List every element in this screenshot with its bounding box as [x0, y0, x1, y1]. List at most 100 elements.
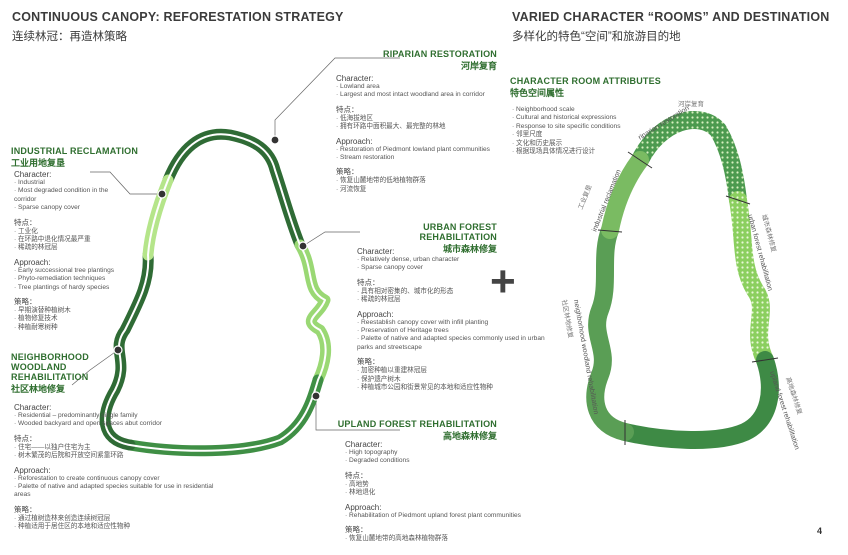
industrial-title: INDUSTRIAL RECLAMATION: [11, 146, 139, 156]
neighborhood-approach-cn-label: 策略：: [14, 504, 37, 514]
attributes-title: CHARACTER ROOM ATTRIBUTES: [510, 76, 661, 86]
room-band-upland: [616, 351, 779, 449]
list-item: · Sparse canopy cover: [14, 204, 80, 212]
upland-details: Character: · High topography · Degraded …: [345, 440, 555, 543]
urban-character-cn-label: 特点：: [357, 277, 380, 287]
urban-title: URBAN FOREST REHABILITATION: [419, 222, 497, 242]
list-item: · Palette of native and adapted species …: [14, 483, 214, 499]
riparian-details: Character: · Lowland area · Largest and …: [336, 74, 506, 194]
list-item: · 在环路中退化情况最严重: [14, 236, 91, 244]
list-item: · 植物修复技术: [14, 315, 58, 323]
left-title: CONTINUOUS CANOPY: REFORESTATION STRATEG…: [12, 10, 344, 24]
list-item: · 拥有环路中面积最大、最完整的林地: [336, 123, 446, 131]
list-item: · Most degraded condition in the corrido…: [14, 187, 109, 203]
riparian-title: RIPARIAN RESTORATION: [383, 49, 498, 59]
list-item: · 根据现场具体情况进行设计: [512, 148, 596, 156]
right-title: VARIED CHARACTER “ROOMS” AND DESTINATION: [512, 10, 830, 24]
upland-leader-line: [315, 398, 400, 431]
neighborhood-character-cn-label: 特点：: [14, 433, 37, 443]
upland-approach-label: Approach:: [345, 502, 382, 512]
list-item: · 稀疏的林冠层: [357, 296, 401, 304]
list-item: · Neighborhood scale: [512, 106, 575, 113]
attributes-list: · Neighborhood scale · Cultural and hist…: [512, 106, 672, 156]
neighborhood-title-line-1: NEIGHBORHOOD: [11, 352, 89, 362]
plus-sign: +: [490, 257, 516, 306]
list-item: · Wooded backyard and open spaces abut c…: [14, 420, 162, 428]
list-item: · Phyto-remediation techniques: [14, 275, 106, 283]
list-item: · 保护遗产树木: [357, 375, 401, 383]
riparian-marker-dot: [270, 135, 280, 145]
list-item: · 高地势: [345, 480, 369, 488]
neighborhood-title-line-3: REHABILITATION: [11, 372, 89, 382]
industrial-approach-label: Approach:: [14, 257, 51, 267]
list-item: · 文化和历史展示: [512, 139, 563, 147]
list-item: · 河流恢复: [336, 185, 367, 193]
urban-leader-line: [302, 231, 360, 247]
room-band-riparian: [631, 111, 747, 209]
neighborhood-title-cn: 社区林地修复: [11, 384, 66, 394]
loop-segment-riparian: [162, 128, 306, 251]
urban-title-cn: 城市森林修复: [442, 244, 497, 254]
list-item: · High topography: [345, 449, 398, 456]
loop-segment-urban: [294, 239, 332, 386]
neighborhood-marker-dot: [113, 345, 123, 355]
urban-approach-label: Approach:: [357, 309, 394, 319]
urban-character-label: Character:: [357, 247, 395, 256]
list-item: · Reforestation to create continuous can…: [14, 474, 160, 482]
list-item: · Rehabilitation of Piedmont upland fore…: [345, 511, 521, 519]
list-item: · 通过植树造林来创造连续树冠层: [14, 514, 111, 522]
room-label-riparian-cn: 河岸复育: [678, 99, 705, 108]
list-item: · Reestablish canopy cover with infill p…: [357, 318, 489, 326]
list-item: · 邻里尺度: [512, 131, 543, 139]
list-item: · Cultural and historical expressions: [512, 114, 617, 122]
neighborhood-approach-label: Approach:: [14, 465, 51, 475]
neighborhood-character-label: Character:: [14, 403, 52, 412]
riparian-approach-label: Approach:: [336, 136, 373, 146]
neighborhood-leader-line: [71, 349, 119, 386]
room-band-industrial: [601, 151, 649, 239]
riparian-approach-cn-label: 策略：: [336, 167, 359, 177]
riparian-character-label: Character:: [336, 74, 374, 83]
room-band-neighborhood: [586, 221, 634, 441]
attributes-title-cn: 特色空间属性: [510, 88, 565, 98]
list-item: · Response to site specific conditions: [512, 122, 621, 130]
list-item: · Restoration of Piedmont lowland plant …: [336, 145, 490, 153]
list-item: · 树木繁茂的后院和开放空间紧靠环路: [14, 452, 124, 460]
list-item: · 林地退化: [345, 489, 376, 497]
list-item: · Lowland area: [336, 83, 380, 90]
industrial-approach-cn-label: 策略：: [14, 297, 37, 307]
list-item: · 住宅——以独户住宅为主: [14, 443, 91, 451]
right-subtitle: 多样化的特色“空间”和旅游目的地: [512, 31, 681, 43]
room-label-industrial-cn: 工业复垦: [576, 183, 594, 211]
list-item: · Sparse canopy cover: [357, 264, 423, 272]
upland-approach-cn-label: 策略：: [345, 525, 368, 535]
upland-character-label: Character:: [345, 440, 383, 449]
industrial-title-cn: 工业用地复垦: [11, 158, 66, 168]
room-divider-1: [627, 151, 653, 169]
neighborhood-details: Character: · Residential – predominantly…: [14, 403, 214, 532]
left-subtitle: 连续林冠：再造林策略: [12, 31, 127, 43]
list-item: · Tree plantings of hardy species: [14, 283, 110, 291]
list-item: · Stream restoration: [336, 154, 395, 162]
list-item: · Industrial: [14, 179, 45, 186]
room-divider-5: [597, 229, 623, 233]
list-item: · 恢复山麓地带的低地植物群落: [336, 177, 426, 185]
list-item: · Degraded conditions: [345, 457, 410, 465]
list-item: · 加密种植以重建林冠层: [357, 367, 427, 375]
list-item: · 种植耐寒树种: [14, 323, 58, 331]
list-item: · 工业化: [14, 227, 38, 235]
list-item: · Palette of native and adapted species …: [357, 335, 545, 351]
list-item: · 恢复山麓地带的高地森林植物群落: [345, 535, 448, 543]
list-item: · Residential – predominantly single fam…: [14, 412, 138, 419]
list-item: · 具有相对密集的、城市化的形态: [357, 287, 454, 295]
list-item: · Early successional tree plantings: [14, 266, 115, 274]
room-divider-2: [725, 195, 751, 205]
list-item: · Preservation of Heritage trees: [357, 327, 449, 335]
urban-approach-cn-label: 策略：: [357, 357, 380, 367]
riparian-character-cn-label: 特点：: [336, 104, 359, 114]
room-band-urban: [729, 191, 774, 369]
industrial-details: Character: · Industrial · Most degraded …: [14, 170, 124, 332]
riparian-leader-line: [274, 57, 400, 138]
list-item: · 稀疏的林冠层: [14, 244, 58, 252]
